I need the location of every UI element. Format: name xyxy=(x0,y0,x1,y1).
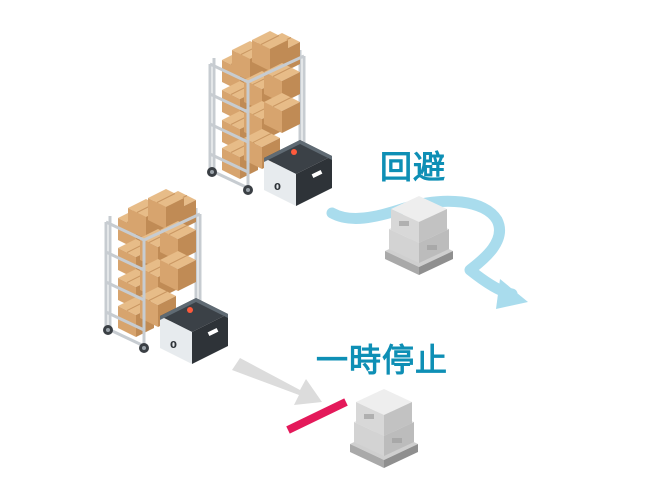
obstacle-pallet-top xyxy=(385,196,453,275)
robot-top: 0 xyxy=(264,140,332,206)
cart-robot-bottom: 0 xyxy=(103,188,228,364)
indicator-light-icon xyxy=(291,149,297,155)
svg-text:0: 0 xyxy=(274,182,281,193)
stop-line xyxy=(286,398,348,434)
svg-text:0: 0 xyxy=(170,340,177,351)
avoid-label: 回避 xyxy=(380,148,447,186)
stop-arrow-shape xyxy=(232,358,322,405)
avoid-arrow xyxy=(326,195,528,309)
indicator-light-icon xyxy=(187,307,193,313)
avoid-arrow-shaft xyxy=(326,195,518,300)
robot-bottom: 0 xyxy=(160,298,228,364)
avoid-arrow-head xyxy=(496,279,528,309)
stop-arrow xyxy=(232,358,322,405)
cart-robot-top: 0 xyxy=(207,30,332,206)
obstacle-pallet-bottom xyxy=(350,389,418,468)
stop-label: 一時停止 xyxy=(316,341,449,379)
